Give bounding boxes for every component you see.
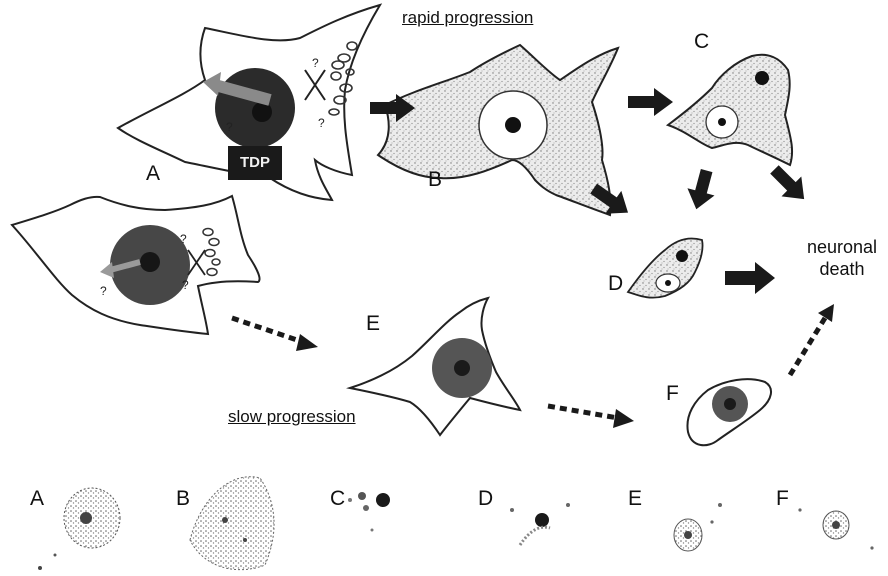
micro-label-e: E (628, 487, 642, 511)
question-mark-5: ? (100, 284, 107, 298)
cell-d (628, 238, 703, 297)
arrow-c-to-d (683, 167, 720, 213)
arrow-e-to-f (548, 406, 618, 418)
cell-f (687, 379, 771, 445)
micrograph-b (190, 477, 274, 570)
arrow-b-to-c (628, 88, 673, 116)
micrograph-strip (38, 477, 874, 570)
micrograph-e (674, 503, 722, 551)
cell-b (378, 45, 618, 215)
arrow-a-to-e (232, 318, 303, 342)
micro-label-b: B (176, 487, 190, 511)
micro-label-c: C (330, 487, 345, 511)
label-f: F (666, 382, 679, 406)
label-c: C (694, 30, 709, 54)
label-b: B (428, 168, 442, 192)
micro-label-d: D (478, 487, 493, 511)
caption-rapid-progression: rapid progression (402, 8, 533, 28)
question-mark-4: ? (180, 232, 187, 246)
question-mark-3: ? (318, 116, 325, 130)
label-neuronal-death: neuronal death (807, 236, 877, 280)
label-e: E (366, 312, 380, 336)
cell-a-bottom (12, 196, 260, 334)
caption-slow-progression: slow progression (228, 407, 356, 427)
micro-label-f: F (776, 487, 789, 511)
label-d: D (608, 272, 623, 296)
micrograph-f (798, 508, 873, 549)
question-mark-6: ? (182, 278, 189, 292)
arrow-c-to-death (765, 160, 814, 209)
micrograph-a (38, 488, 120, 570)
question-mark-2: ? (312, 56, 319, 70)
tdp-badge: TDP (228, 146, 282, 180)
arrow-f-to-death (790, 318, 825, 375)
arrow-d-to-death (725, 262, 775, 294)
question-mark-1: ? (226, 120, 233, 134)
micro-label-a: A (30, 487, 44, 511)
micrograph-c (348, 492, 390, 532)
micrograph-d (510, 503, 570, 545)
label-a-top: A (146, 162, 160, 186)
cell-c (668, 55, 792, 165)
